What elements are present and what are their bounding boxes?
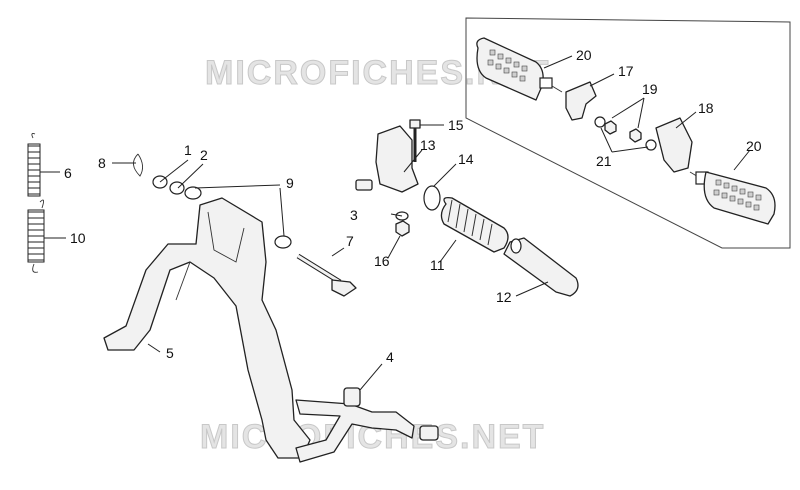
callout-5: 5 (166, 345, 174, 361)
part-21-washer-left (594, 116, 606, 128)
part-13-mounting-bracket (375, 125, 419, 193)
callout-14: 14 (458, 151, 474, 167)
callout-3: 3 (350, 207, 358, 223)
part-10-spring (27, 199, 45, 273)
part-20-footrest-rubber-left (476, 37, 563, 101)
part-20-footrest-rubber-right (689, 171, 776, 225)
callout-labels: 1 2 3 4 5 6 7 8 9 10 11 12 13 14 15 16 1… (64, 47, 762, 365)
part-14-washer (423, 185, 441, 211)
part-21-washer-right (645, 139, 657, 151)
part-5-center-stand (103, 197, 311, 459)
callout-12: 12 (496, 289, 512, 305)
part-12-footrest-peg (503, 237, 579, 297)
part-19-nut-left (604, 120, 617, 135)
callout-20-lower: 20 (746, 138, 762, 154)
part-9-washer-left (184, 186, 202, 200)
callout-8: 8 (98, 155, 106, 171)
part-19-nut-right (629, 128, 642, 143)
part-13-bushing (355, 179, 373, 191)
callout-19: 19 (642, 81, 658, 97)
callout-21: 21 (596, 153, 612, 169)
callout-20-upper: 20 (576, 47, 592, 63)
part-7-pin (296, 253, 357, 297)
part-15-bolt (409, 119, 421, 162)
callout-18: 18 (698, 100, 714, 116)
part-6-spring (27, 133, 41, 197)
part-17-bracket-left (565, 81, 597, 121)
part-8-clip (133, 153, 143, 177)
callout-7: 7 (346, 233, 354, 249)
part-9-washer-right (274, 235, 292, 249)
callout-9: 9 (286, 175, 294, 191)
callout-1: 1 (184, 142, 192, 158)
callout-15: 15 (448, 117, 464, 133)
part-11-footrest-rubber (440, 196, 509, 253)
callout-13: 13 (420, 137, 436, 153)
part-18-bracket-right (655, 117, 693, 173)
callout-2: 2 (200, 147, 208, 163)
callout-16: 16 (374, 253, 390, 269)
callout-10: 10 (70, 230, 86, 246)
callout-11: 11 (430, 257, 445, 273)
part-4-stand-bar (295, 387, 439, 463)
callout-4: 4 (386, 349, 394, 365)
callout-17: 17 (618, 63, 634, 79)
callout-6: 6 (64, 165, 72, 181)
leader-lines (40, 55, 751, 391)
part-16-nut (395, 220, 410, 237)
inset-frame (465, 17, 791, 249)
